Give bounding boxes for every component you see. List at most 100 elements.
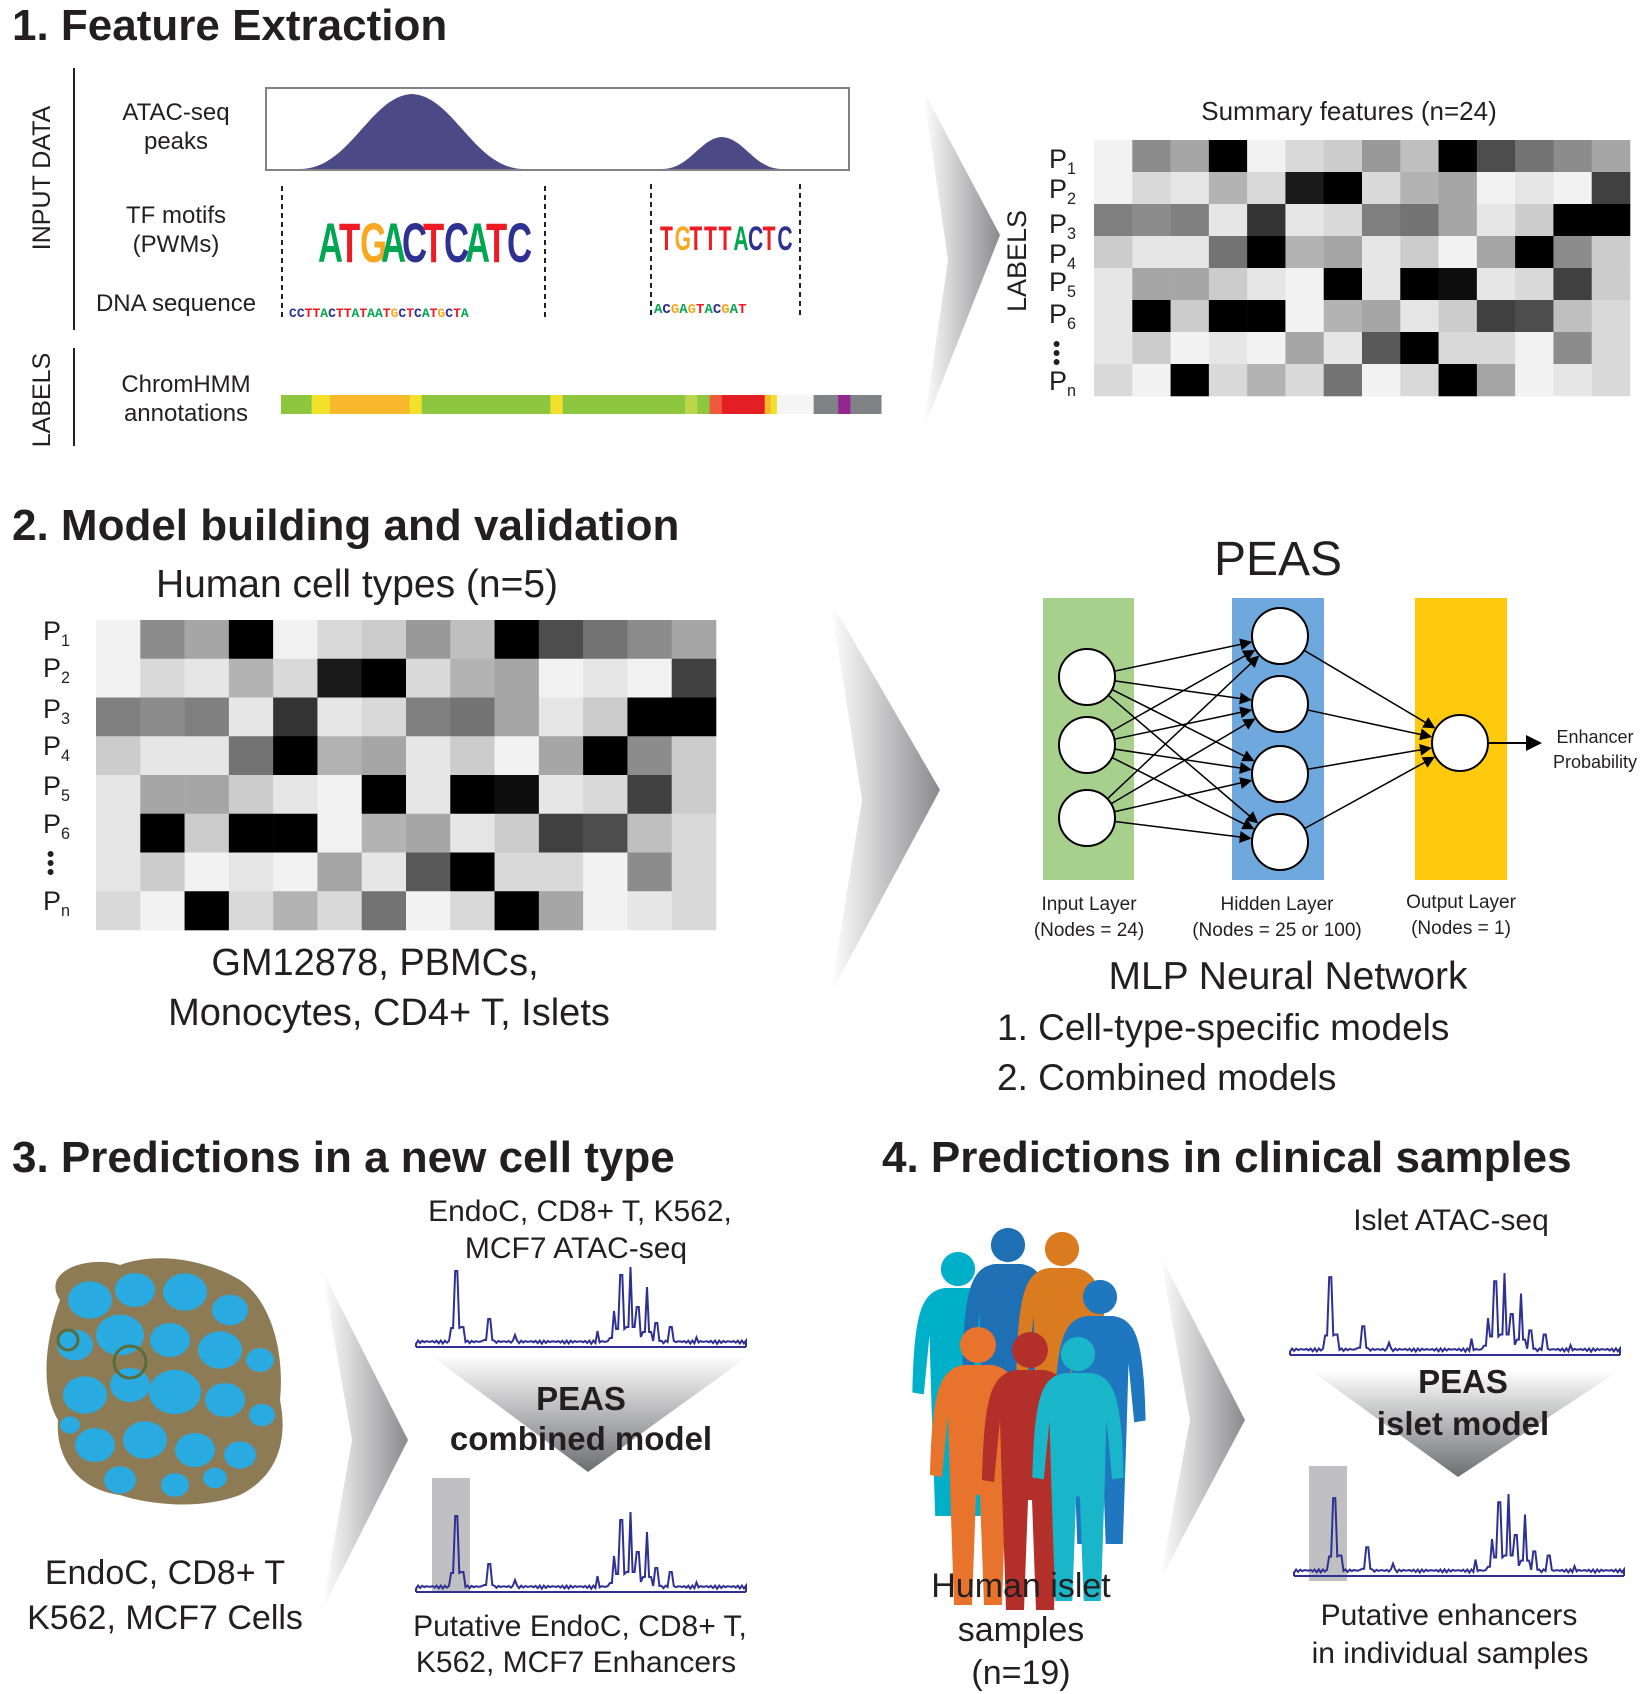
cell-types-line2: Monocytes, CD4+ T, Islets xyxy=(168,992,610,1034)
tf-label-line2: (PWMs) xyxy=(133,231,220,258)
heatmap-cell xyxy=(1362,172,1401,205)
heatmap-cell xyxy=(1591,236,1631,269)
peak-label: P6 xyxy=(43,809,70,843)
heatmap-cell xyxy=(406,891,451,931)
cell xyxy=(249,1403,275,1427)
heatmap-cell xyxy=(140,697,185,737)
cell xyxy=(161,1473,189,1497)
network-edge xyxy=(1114,820,1252,843)
heatmap-cell xyxy=(1285,140,1325,173)
heatmap-cell xyxy=(450,775,495,815)
s3-atac-track xyxy=(415,1266,747,1348)
network-edge xyxy=(1114,706,1253,740)
signal-trace xyxy=(415,1511,747,1592)
heatmap-cell xyxy=(671,813,717,853)
s3-cells-line1: EndoC, CD8+ T xyxy=(45,1554,285,1592)
chromhmm-segment xyxy=(685,395,698,414)
heatmap-cell xyxy=(1323,332,1363,365)
motif-letter: A xyxy=(465,212,490,275)
heatmap-cell xyxy=(273,697,318,737)
heatmap-cell xyxy=(1285,364,1325,397)
heatmap-cell xyxy=(1515,332,1554,365)
heatmap-cell xyxy=(1208,332,1248,365)
heatmap-cell xyxy=(406,852,451,892)
s4-peas-line1: PEAS xyxy=(1418,1363,1508,1400)
heatmap-cell xyxy=(96,775,141,815)
heatmap-cell xyxy=(361,736,407,776)
network-edge xyxy=(1307,743,1432,770)
heatmap-cell xyxy=(228,775,274,815)
heatmap-cell xyxy=(317,813,363,853)
network-edge xyxy=(1114,638,1253,672)
chromhmm-segment xyxy=(550,395,564,414)
motif-letter: G xyxy=(360,212,387,275)
heatmap-cell xyxy=(1553,204,1593,237)
heatmap-cell xyxy=(1515,172,1554,205)
heatmap-cell xyxy=(1553,300,1593,333)
network-edge xyxy=(1106,655,1260,800)
heatmap-cell xyxy=(1285,236,1325,269)
heatmap-cell xyxy=(361,852,407,892)
model-item-1: 1. Cell-type-specific models xyxy=(997,1007,1449,1048)
s4-prediction-track xyxy=(1293,1493,1625,1577)
heatmap-cell xyxy=(1132,332,1171,365)
heatmap-cell xyxy=(1285,204,1325,237)
heatmap-cell xyxy=(317,697,363,737)
atac-label-line2: peaks xyxy=(144,128,208,155)
heatmap-cell xyxy=(1591,332,1631,365)
heatmap-cell xyxy=(273,620,318,660)
cell-cluster-illustration xyxy=(46,1258,283,1505)
heatmap-cell xyxy=(1132,268,1171,301)
heatmap-cell xyxy=(627,697,673,737)
heatmap-cell xyxy=(1476,332,1516,365)
tf-label-line1: TF motifs xyxy=(126,202,226,229)
heatmap-cell xyxy=(1553,172,1593,205)
dna-sequence-2: ACGAGTACGAT xyxy=(654,302,746,318)
heatmap-cell xyxy=(140,775,185,815)
heatmap-cell xyxy=(228,658,274,698)
heatmap-cell xyxy=(406,736,451,776)
heatmap-cell xyxy=(583,620,628,660)
heatmap-cell xyxy=(1170,172,1210,205)
cell xyxy=(60,1416,80,1434)
summary-features-heatmap xyxy=(1094,140,1631,397)
heatmap-cell xyxy=(1208,140,1248,173)
heatmap-cell xyxy=(140,891,185,931)
signal-trace xyxy=(415,1266,747,1347)
heatmap-cell xyxy=(184,813,230,853)
atac-peak-1 xyxy=(300,94,524,169)
s4-atac-track xyxy=(1289,1272,1621,1356)
cell xyxy=(115,1273,155,1307)
motif-letter: C xyxy=(444,212,469,275)
heatmap-cell xyxy=(1208,204,1248,237)
enhancer-prob-line1: Enhancer xyxy=(1556,727,1633,747)
input-data-label: INPUT DATA xyxy=(28,105,56,250)
motif-letter: C xyxy=(507,212,532,275)
heatmap-cell xyxy=(450,891,495,931)
heatmap-cell xyxy=(273,658,318,698)
heatmap-cell xyxy=(1553,140,1593,173)
cell xyxy=(205,1383,245,1417)
network-edge xyxy=(1304,756,1436,830)
heatmap-cell xyxy=(1438,300,1478,333)
heatmap-cell xyxy=(1438,140,1478,173)
heatmap-cell xyxy=(583,697,628,737)
heatmap-cell xyxy=(96,813,141,853)
s4-peas-line2: islet model xyxy=(1377,1405,1549,1442)
section1-title: 1. Feature Extraction xyxy=(12,1,447,50)
heatmap-cell xyxy=(1438,364,1478,397)
network-edge xyxy=(1111,756,1255,830)
heatmap-cell xyxy=(1476,364,1516,397)
motif-letter: C xyxy=(748,219,763,257)
heatmap-cell xyxy=(361,697,407,737)
heatmap-cell xyxy=(627,891,673,931)
heatmap-cell xyxy=(361,620,407,660)
chromhmm-segment xyxy=(281,395,313,414)
heatmap-cell xyxy=(494,813,540,853)
input-layer-label: Input Layer xyxy=(1041,894,1137,915)
signal-trace xyxy=(1289,1272,1621,1355)
chromhmm-segment xyxy=(838,395,851,414)
heatmap-cell xyxy=(494,852,540,892)
cell xyxy=(123,1421,167,1459)
